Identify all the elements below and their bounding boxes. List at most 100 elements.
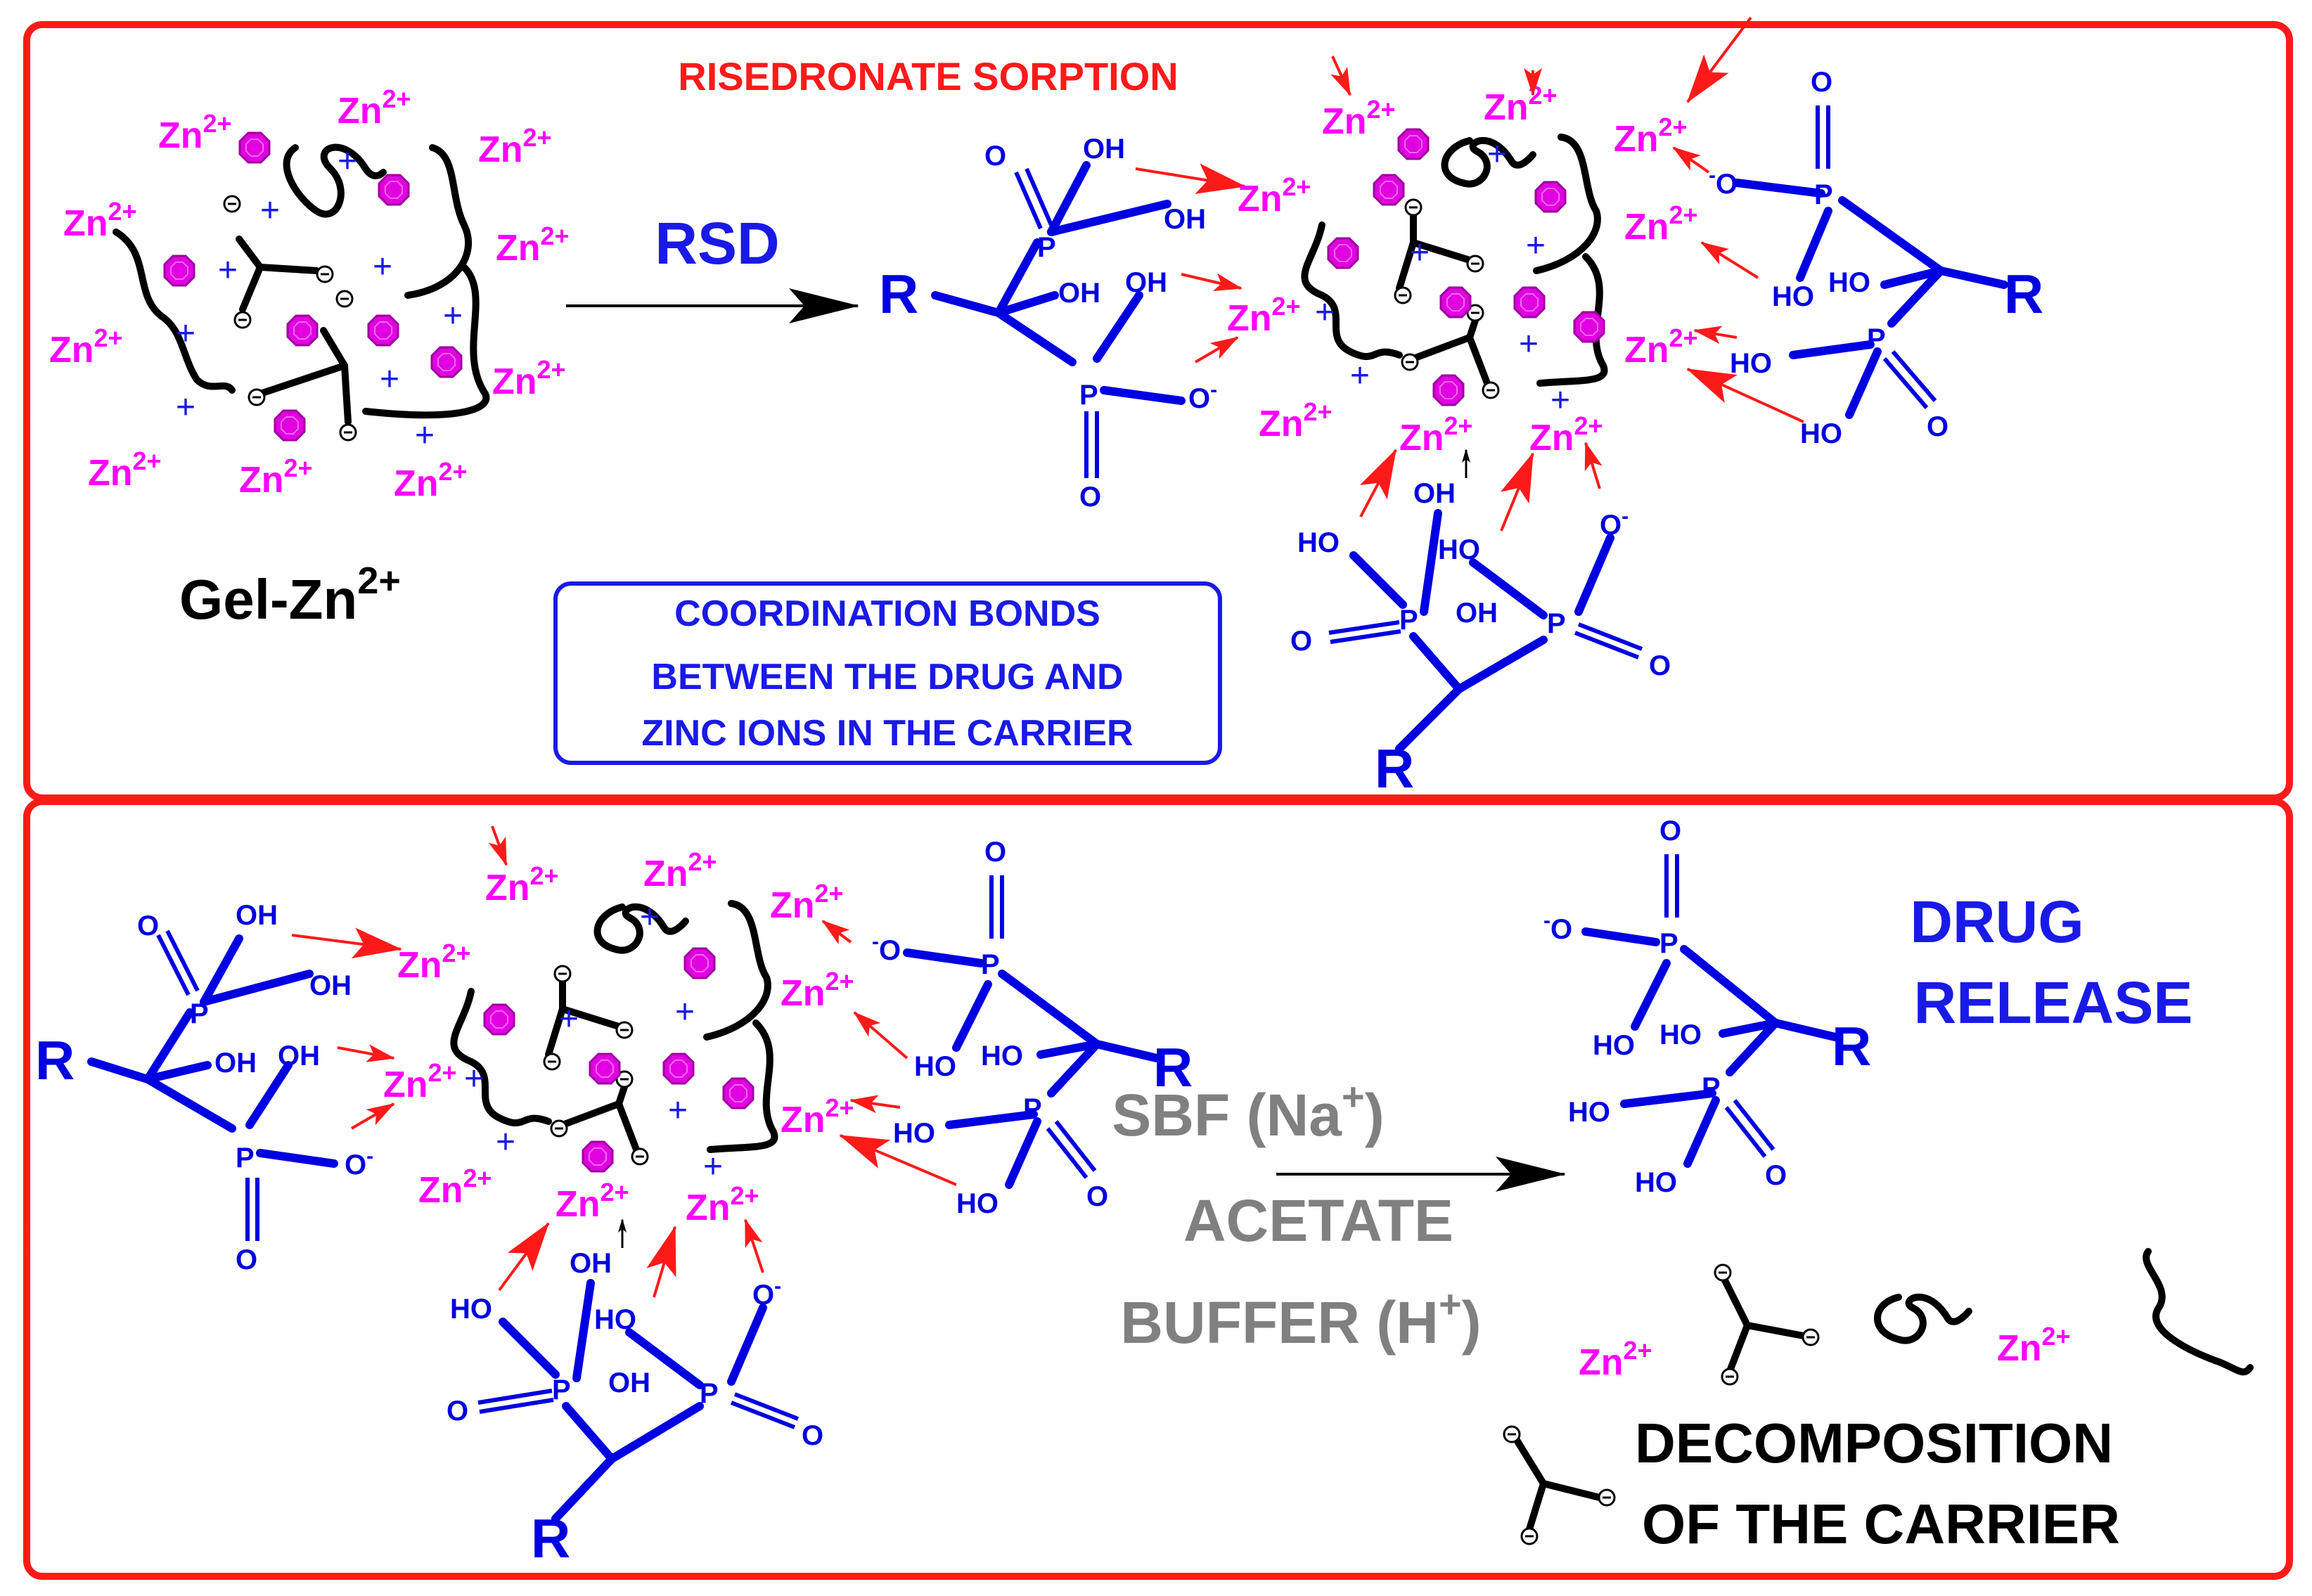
svg-text:OH: OH (1456, 598, 1498, 629)
svg-text:OH: OH (214, 1048, 257, 1079)
svg-text:-O: -O (1543, 909, 1572, 945)
svg-text:Zn2+: Zn2+ (1624, 323, 1698, 371)
svg-text:OH: OH (1413, 478, 1456, 509)
svg-text:Zn2+: Zn2+ (1322, 95, 1396, 142)
svg-text:R: R (1375, 738, 1414, 799)
svg-text:+: + (1410, 234, 1430, 271)
svg-text:O: O (1659, 816, 1681, 847)
bottom-panel-frame (23, 798, 2293, 1580)
zn-labels-top-right: Zn2+ Zn2+ Zn2+ Zn2+ Zn2+ Zn2+ Zn2+ Zn2+ … (1227, 81, 1698, 458)
svg-text:Zn2+: Zn2+ (781, 967, 854, 1014)
svg-text:O-: O- (1188, 378, 1217, 414)
svg-text:+: + (1350, 357, 1370, 394)
svg-text:O: O (1927, 411, 1948, 442)
zn-labels-top-left: Zn2+ Zn2+ Zn2+ Zn2+ Zn2+ Zn2+ Zn2+ Zn2+ … (49, 84, 570, 504)
svg-text:Zn2+: Zn2+ (1238, 172, 1311, 219)
svg-text:+: + (1526, 227, 1546, 264)
svg-text:OH: OH (608, 1367, 650, 1398)
svg-text:P: P (1023, 1093, 1042, 1124)
svg-text:HO: HO (914, 1051, 956, 1082)
svg-text:P: P (1867, 323, 1886, 354)
svg-text:P: P (552, 1375, 571, 1405)
risedronate-bound-right-top: O -O P HO HO R P HO HO O (1709, 67, 2043, 449)
risedronate-bound-left-bottom: R P P O OH OH OH OH O- O (35, 900, 373, 1275)
svg-text:O: O (1079, 482, 1101, 513)
svg-text:BUFFER (H+): BUFFER (H+) (1120, 1282, 1481, 1356)
svg-text:HO: HO (1297, 527, 1340, 558)
svg-text:Zn2+: Zn2+ (338, 84, 411, 131)
svg-text:O-: O- (345, 1145, 373, 1180)
svg-text:O: O (1649, 650, 1671, 681)
svg-text:P: P (190, 998, 209, 1029)
svg-text:ACETATE: ACETATE (1183, 1188, 1453, 1254)
svg-text:SBF (Na+): SBF (Na+) (1112, 1074, 1384, 1148)
svg-text:Zn2+: Zn2+ (383, 1058, 457, 1105)
svg-text:OH: OH (1058, 278, 1100, 309)
svg-text:Zn2+: Zn2+ (496, 221, 570, 269)
svg-text:ZINC IONS IN THE CARRIER: ZINC IONS IN THE CARRIER (641, 713, 1133, 754)
svg-text:OH: OH (1125, 267, 1167, 298)
svg-text:Zn2+: Zn2+ (158, 109, 232, 156)
svg-text:Zn2+: Zn2+ (397, 939, 471, 986)
svg-text:P: P (1702, 1072, 1721, 1103)
svg-text:P: P (1814, 179, 1833, 210)
svg-text:HO: HO (1438, 534, 1480, 565)
svg-text:+: + (176, 315, 195, 352)
svg-text:HO: HO (1568, 1097, 1610, 1128)
svg-text:+: + (559, 1000, 579, 1038)
svg-text:OH: OH (570, 1248, 612, 1279)
svg-text:Zn2+: Zn2+ (492, 355, 566, 402)
svg-text:Zn2+: Zn2+ (1624, 200, 1698, 247)
zn-labels-bottom: Zn2+ Zn2+ Zn2+ Zn2+ Zn2+ Zn2+ Zn2+ Zn2+ … (383, 847, 854, 1228)
gel-label: Gel-Zn2+ (179, 560, 401, 631)
svg-text:Zn2+: Zn2+ (770, 879, 844, 926)
svg-text:DRUG: DRUG (1910, 889, 2083, 955)
svg-text:HO: HO (1730, 348, 1772, 379)
coordination-box: COORDINATION BONDS BETWEEN THE DRUG AND … (553, 581, 1222, 765)
svg-text:R: R (1832, 1015, 1871, 1077)
svg-text:P: P (236, 1143, 255, 1173)
svg-text:+: + (415, 417, 435, 454)
svg-text:Zn2+: Zn2+ (239, 453, 313, 501)
svg-text:Zn2+: Zn2+ (1484, 81, 1558, 128)
svg-text:Zn2+: Zn2+ (1529, 411, 1603, 458)
svg-text:O: O (137, 910, 159, 941)
svg-text:O: O (1290, 626, 1312, 657)
svg-text:OH: OH (278, 1041, 320, 1071)
svg-text:P: P (1037, 232, 1056, 263)
svg-text:Zn2+: Zn2+ (1997, 1322, 2071, 1369)
svg-text:HO: HO (450, 1294, 492, 1325)
svg-text:+: + (443, 297, 463, 335)
svg-text:+: + (338, 143, 357, 180)
svg-text:HO: HO (594, 1304, 636, 1335)
decomposition-title: DECOMPOSITION OF THE CARRIER (1635, 1412, 2120, 1555)
svg-text:+: + (1519, 326, 1539, 363)
svg-text:HO: HO (1828, 267, 1870, 298)
rsd-label: RSD (655, 210, 779, 276)
risedronate-bound-right-bottom: O -O P HO HO R P HO HO O (872, 837, 1193, 1219)
zinc-ion-octagon-icon (238, 131, 271, 164)
svg-text:Zn2+: Zn2+ (88, 446, 162, 494)
svg-text:HO: HO (1659, 1019, 1702, 1050)
svg-text:+: + (260, 192, 280, 229)
svg-text:HO: HO (893, 1118, 935, 1149)
svg-text:Zn2+: Zn2+ (1227, 292, 1301, 339)
carrier-fragments: Zn2+ Zn2+ (1503, 1248, 2254, 1545)
svg-text:RELEASE: RELEASE (1914, 970, 2193, 1036)
svg-text:Zn2+: Zn2+ (63, 197, 137, 244)
svg-text:+: + (373, 248, 392, 285)
svg-text:Zn2+: Zn2+ (478, 123, 552, 170)
release-conditions: SBF (Na+) ACETATE BUFFER (H+) (1112, 1074, 1481, 1356)
svg-text:P: P (981, 949, 1000, 980)
svg-text:O: O (1086, 1181, 1108, 1212)
svg-text:-O: -O (1709, 164, 1738, 200)
sorption-title: RISEDRONATE SORPTION (678, 54, 1178, 98)
svg-text:HO: HO (1635, 1167, 1677, 1198)
svg-text:P: P (1399, 605, 1418, 636)
svg-text:+: + (496, 1124, 515, 1161)
svg-text:O: O (236, 1244, 257, 1275)
svg-text:+: + (703, 1148, 723, 1185)
svg-text:+: + (1487, 136, 1507, 173)
svg-text:Zn2+: Zn2+ (781, 1093, 854, 1140)
